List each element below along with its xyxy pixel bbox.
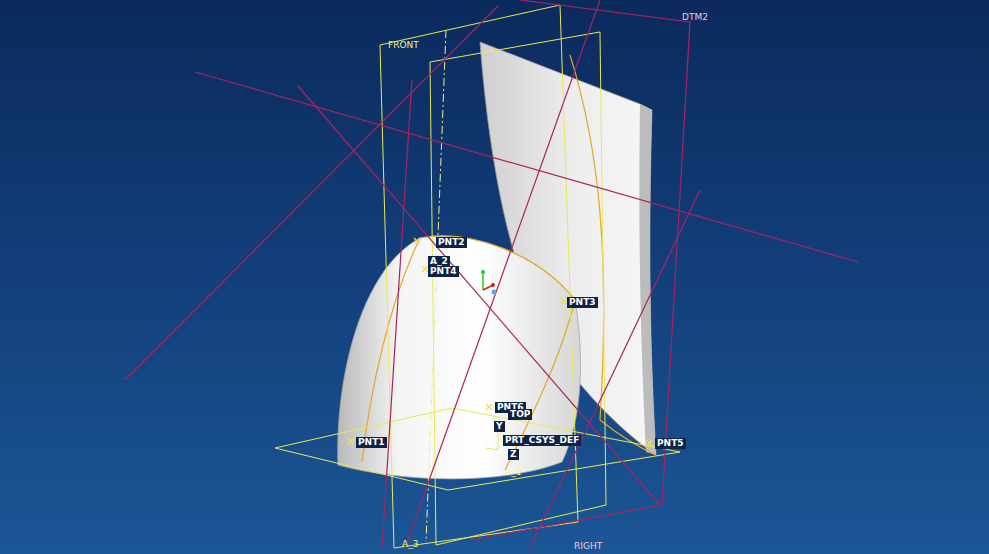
axis-name: A_3 [402, 539, 418, 550]
plane-name: TOP [508, 409, 532, 420]
axis-letter: Y [494, 421, 505, 432]
axis-name: A_1 [505, 467, 521, 478]
plane-name: FRONT [388, 40, 419, 51]
point-name: PNT1 [356, 437, 387, 448]
point-name: PNT2 [436, 237, 467, 248]
plane-name: RIGHT [574, 541, 602, 552]
csys-name: PRT_CSYS_DEF [503, 435, 581, 446]
point-name: PNT3 [567, 297, 598, 308]
plane-name: DTM2 [682, 12, 708, 23]
point-name: PNT5 [655, 438, 686, 449]
axis-letter: Z [508, 449, 519, 460]
point-name: PNT4 [428, 266, 459, 277]
